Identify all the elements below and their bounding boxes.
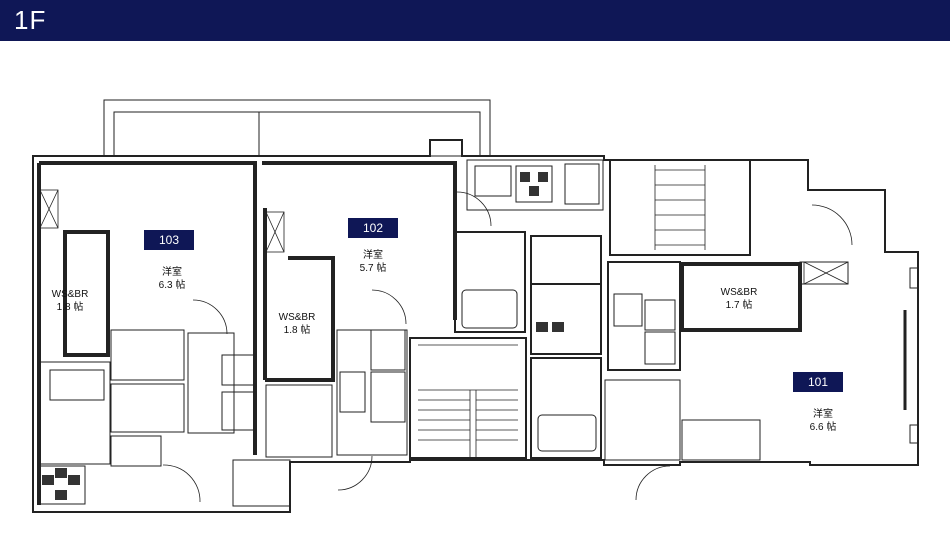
room-label-103: 洋室 6.3 帖 [142,266,202,292]
floor-label: 1F [14,5,47,35]
room-size: 6.6 帖 [809,422,837,433]
balcony [103,99,491,157]
stairwell [409,337,527,461]
room-label-101: 洋室 6.6 帖 [793,408,853,434]
unit-badge-102: 102 [348,218,398,238]
closet-size: 1.7 帖 [725,300,753,311]
room-type: 洋室 [813,409,833,420]
unit-badge-101: 101 [793,372,843,392]
closet-type: WS&BR [278,312,316,323]
room-type: 洋室 [363,250,383,261]
closet-label-102: WS&BR 1.8 帖 [267,311,327,337]
closet-size: 1.8 帖 [283,325,311,336]
closet-type: WS&BR [51,289,89,300]
closet-label-101: WS&BR 1.7 帖 [709,286,769,312]
title-bar: 1F [0,0,950,41]
room-size: 6.3 帖 [158,280,186,291]
room-size: 5.7 帖 [359,263,387,274]
closet-label-103: WS&BR 1.8 帖 [40,288,100,314]
closet-type: WS&BR [720,287,758,298]
floor-plan [32,99,919,513]
room-label-102: 洋室 5.7 帖 [343,249,403,275]
closet-size: 1.8 帖 [56,302,84,313]
room-type: 洋室 [162,267,182,278]
unit-badge-103: 103 [144,230,194,250]
